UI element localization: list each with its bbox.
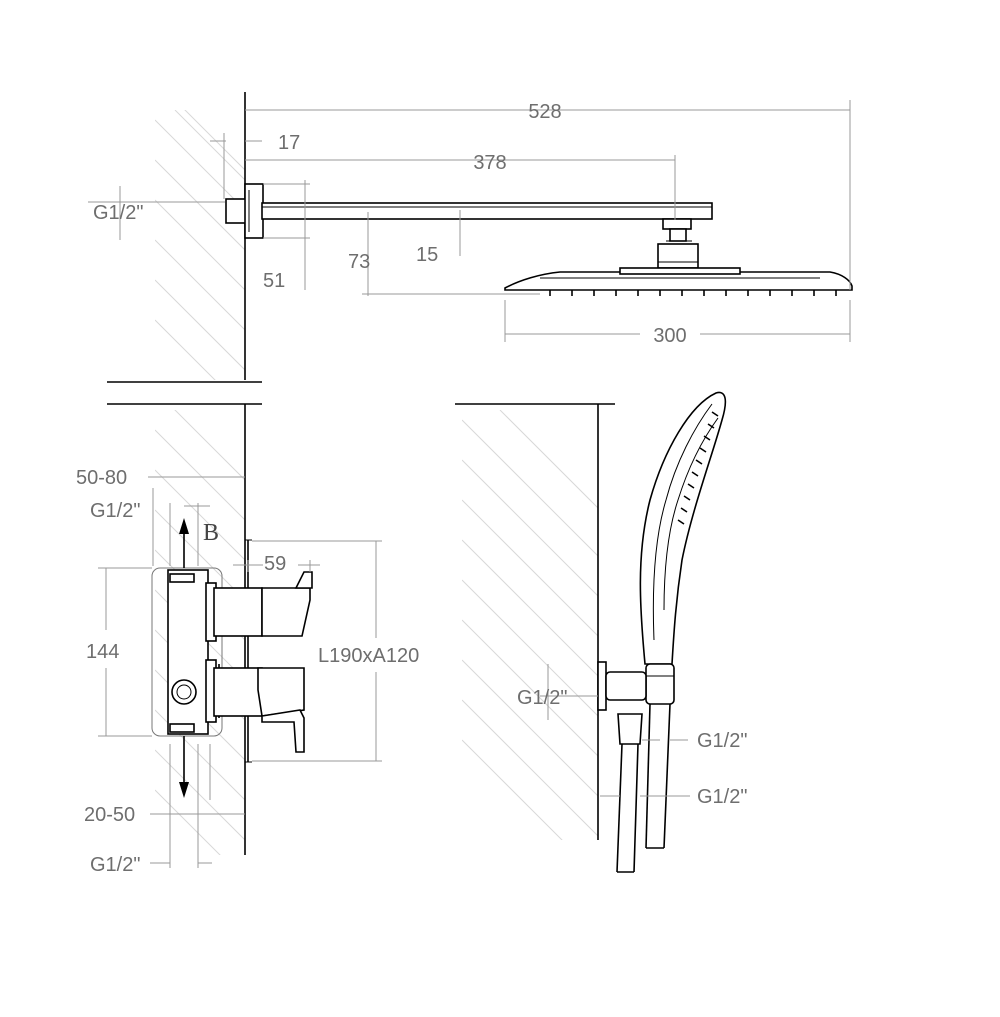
dimension-50-80: 50-80 xyxy=(76,467,127,489)
wall-bracket xyxy=(597,661,647,711)
thread-label-hand-right-2: G1/2" xyxy=(697,786,747,808)
wall-hatch-hand xyxy=(462,410,598,840)
thread-label-hand-right-1: G1/2" xyxy=(697,730,747,752)
thread-label-top: G1/2" xyxy=(93,202,143,224)
dimension-144: 144 xyxy=(86,641,119,663)
mixer-handle xyxy=(213,667,305,753)
dimension-20-50: 20-50 xyxy=(84,804,135,826)
plate-size-label: L190xA120 xyxy=(318,645,419,667)
valve-body xyxy=(151,567,223,737)
flow-arrows xyxy=(179,518,189,798)
dimension-73: 73 xyxy=(348,251,370,273)
dimension-300: 300 xyxy=(653,325,686,347)
thread-label-valve-top: G1/2" xyxy=(90,500,140,522)
dimension-lines-valve xyxy=(98,476,382,868)
hose xyxy=(616,703,671,873)
dimension-lines-top xyxy=(88,100,851,342)
dimension-59: 59 xyxy=(264,553,286,575)
shower-head xyxy=(504,267,853,296)
dimension-17: 17 xyxy=(278,132,300,154)
diverter-handle xyxy=(213,571,313,637)
dimension-528: 528 xyxy=(528,101,561,123)
outlet-label-b: B xyxy=(203,520,219,546)
hand-shower xyxy=(639,391,727,705)
dimension-378: 378 xyxy=(473,152,506,174)
valve-cover-plate xyxy=(245,539,252,763)
thread-label-valve-bottom: G1/2" xyxy=(90,854,140,876)
dimension-51: 51 xyxy=(263,270,285,292)
shower-arm xyxy=(225,183,713,269)
dimension-15: 15 xyxy=(416,244,438,266)
dimension-lines-hand xyxy=(540,664,690,797)
wall-hatch-top xyxy=(155,110,245,380)
thread-label-hand-left: G1/2" xyxy=(517,687,567,709)
